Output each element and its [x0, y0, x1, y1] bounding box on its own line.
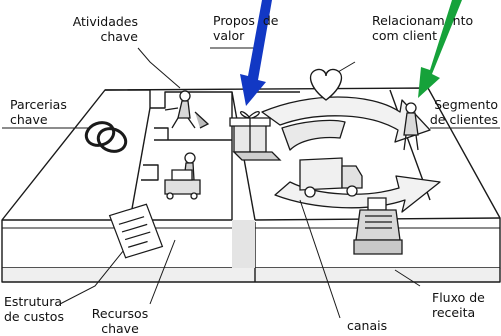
board-shadow [232, 220, 255, 268]
green-arrow [418, 0, 462, 98]
gift-icon [229, 111, 282, 161]
label-canais: canais [347, 318, 388, 333]
label-parcerias-chave: Parcerias chave [10, 97, 67, 127]
worker-icon [164, 90, 210, 129]
heart-icon [309, 68, 343, 101]
flow-arrows [261, 96, 441, 213]
label-estrutura-de-custos: Estrutura de custos [4, 294, 64, 324]
document-icon [108, 203, 164, 259]
label-segmento-de-clientes: Segmento de clientes [429, 97, 498, 127]
rings-icon [84, 121, 128, 153]
label-atividades-chave: Atividades chave [72, 14, 138, 44]
blue-arrow [240, 0, 272, 106]
label-fluxo-de-receita: Fluxo de receita [432, 290, 485, 320]
truck-icon [299, 157, 363, 198]
label-proposta-de-valor: Propos de valor [213, 13, 279, 43]
person-icon [403, 102, 419, 151]
forklift-icon [164, 152, 201, 200]
cash-register-icon [353, 197, 403, 255]
label-relacionamento-com-clientes: Relacionam nto com client [372, 13, 474, 43]
label-recursos-chave: Recursos chave [91, 306, 149, 336]
